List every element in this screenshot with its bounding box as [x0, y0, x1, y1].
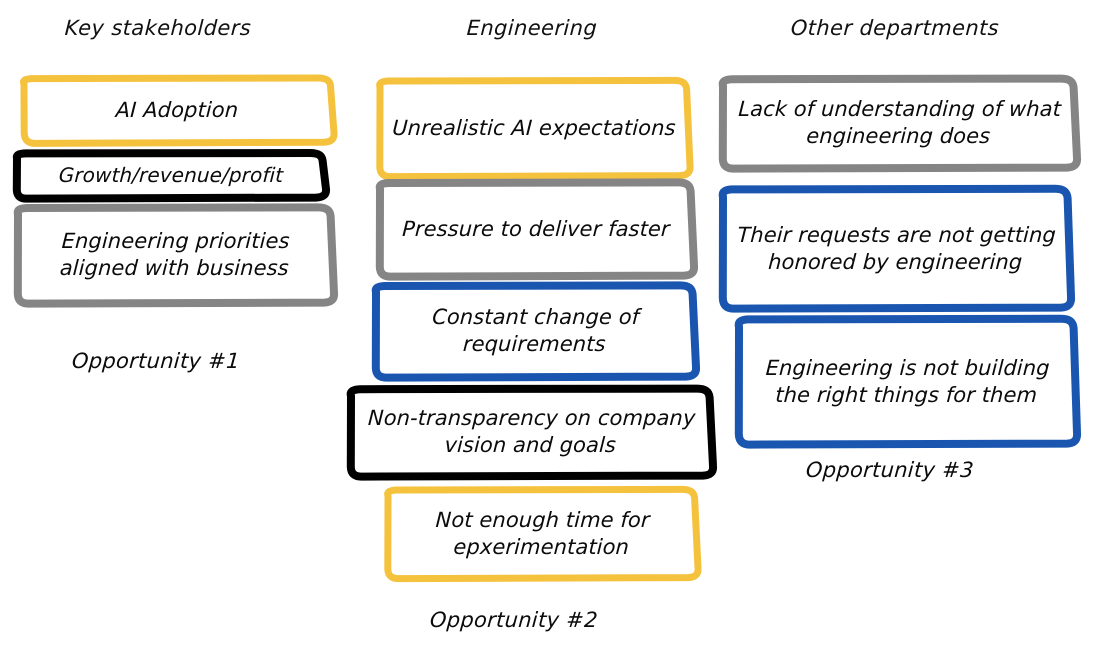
note-growth-revenue-profit[interactable]: Growth/revenue/profit	[12, 149, 331, 203]
note-constant-change-of-requirements[interactable]: Constant change of requirements	[370, 281, 701, 382]
note-not-enough-time-experimentation[interactable]: Not enough time for epxerimentation	[382, 485, 702, 583]
note-non-transparency-vision-goals[interactable]: Non-transparency on company vision and g…	[345, 384, 718, 481]
note-frame-black	[346, 384, 718, 481]
note-frame-gray	[718, 74, 1082, 173]
note-frame-blue	[734, 314, 1082, 449]
note-requests-not-honored[interactable]: Their requests are not getting honored b…	[717, 184, 1076, 313]
opportunity-label-3: Opportunity #3	[805, 458, 975, 482]
opportunity-label-2: Opportunity #2	[429, 608, 599, 632]
note-not-building-right-things[interactable]: Engineering is not building the right th…	[733, 314, 1082, 449]
note-engineering-priorities-aligned[interactable]: Engineering priorities aligned with busi…	[12, 203, 339, 308]
note-lack-of-understanding[interactable]: Lack of understanding of what engineerin…	[717, 74, 1082, 173]
note-frame-gray	[13, 203, 339, 308]
note-frame-blue	[718, 184, 1076, 313]
note-pressure-to-deliver-faster[interactable]: Pressure to deliver faster	[374, 178, 699, 281]
note-unrealistic-ai-expectations[interactable]: Unrealistic AI expectations	[374, 76, 694, 181]
opportunity-label-1: Opportunity #1	[71, 349, 241, 373]
column-header-other-departments: Other departments	[790, 16, 1000, 40]
note-frame-yellow	[376, 76, 694, 181]
note-ai-adoption[interactable]: AI Adoption	[18, 74, 338, 147]
note-frame-yellow	[20, 74, 338, 147]
note-frame-blue	[371, 281, 701, 382]
note-frame-yellow	[384, 485, 702, 583]
note-frame-black	[12, 149, 331, 203]
column-header-key-stakeholders: Key stakeholders	[64, 16, 252, 40]
note-frame-gray	[375, 178, 699, 281]
column-header-engineering: Engineering	[466, 16, 598, 40]
